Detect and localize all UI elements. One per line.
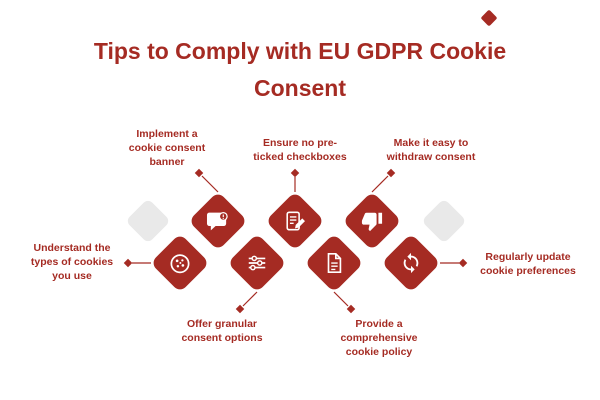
chat-bubble-icon: [206, 210, 230, 233]
diamond-granular-options: [227, 233, 287, 293]
sliders-icon: [246, 252, 268, 274]
diamond-consent-banner: [188, 191, 248, 251]
checklist-pencil-icon: [284, 210, 306, 232]
cookie-icon: [169, 252, 192, 275]
diamond-update-preferences: [381, 233, 441, 293]
label-cookie-types: Understand the types of cookies you use: [30, 242, 114, 283]
decorative-diamond-left: [125, 198, 171, 244]
label-no-preticked: Ensure no pre-ticked checkboxes: [253, 137, 347, 164]
page-title: Tips to Comply with EU GDPR Cookie Conse…: [93, 38, 507, 101]
diamond-cookie-policy: [304, 233, 364, 293]
label-update-preferences: Regularly update cookie preferences: [480, 251, 576, 278]
decorative-diamond-right: [421, 198, 467, 244]
label-granular-options: Offer granular consent options: [181, 318, 263, 345]
refresh-icon: [400, 252, 422, 274]
label-consent-banner: Implement a cookie consent banner: [128, 128, 206, 169]
diamond-no-preticked: [265, 191, 325, 251]
diamond-withdraw-consent: [342, 191, 402, 251]
diamond-cookie-types: [150, 233, 210, 293]
label-withdraw-consent: Make it easy to withdraw consent: [386, 137, 476, 164]
decorative-diamond-top: [480, 9, 498, 27]
label-cookie-policy: Provide a comprehensive cookie policy: [340, 318, 418, 359]
thumbs-down-icon: [361, 210, 383, 232]
document-icon: [323, 252, 345, 274]
